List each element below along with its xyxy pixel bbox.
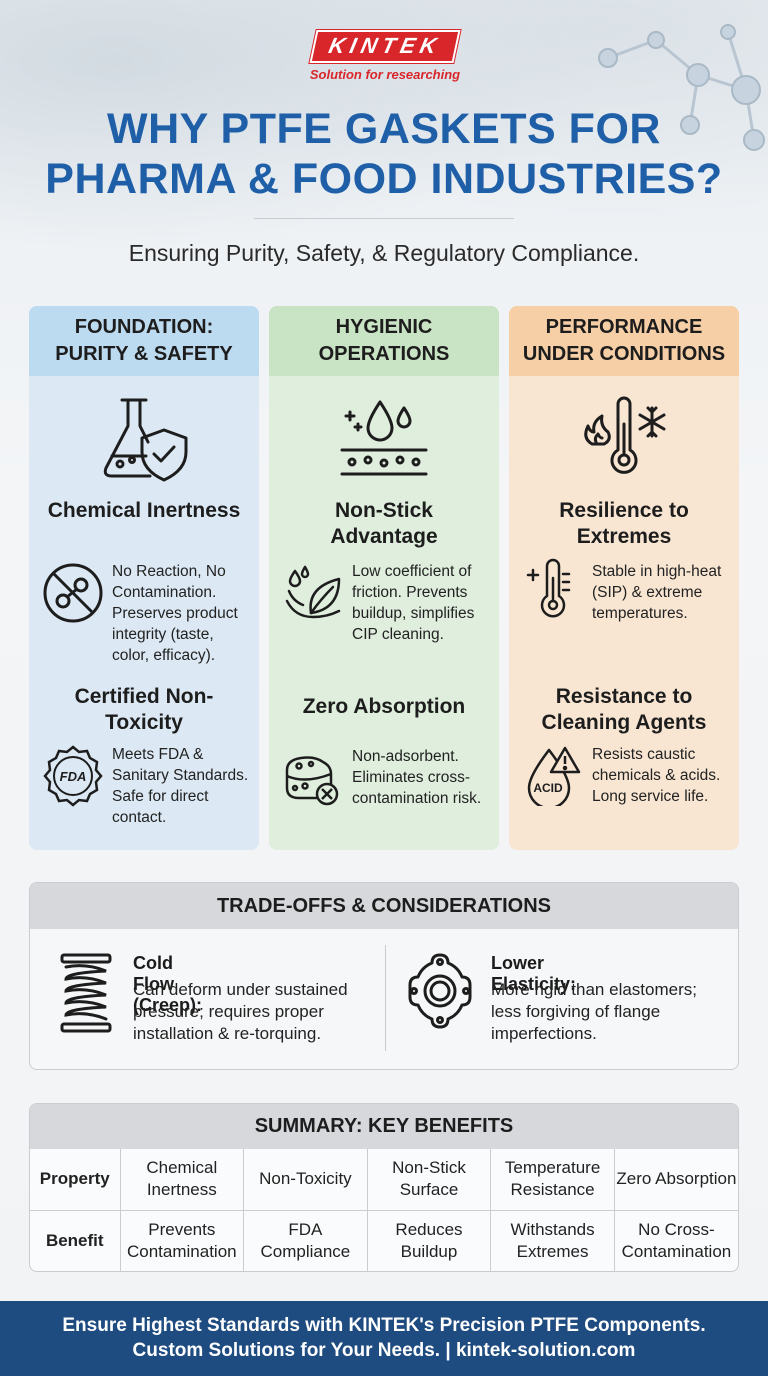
column-purity-safety: FOUNDATION: PURITY & SAFETY Chemical Iner…	[29, 306, 259, 850]
column-heading: FOUNDATION: PURITY & SAFETY	[29, 306, 259, 376]
feature-title: Zero Absorption	[302, 695, 466, 718]
logo-tagline: Solution for researching	[309, 67, 461, 82]
acid-drop-label: ACID	[533, 781, 563, 795]
feature-description: Non-adsorbent. Eliminates cross-contamin…	[352, 748, 482, 807]
thermometer-fire-snow-icon	[584, 396, 666, 474]
thermometer-icon	[526, 558, 571, 618]
footer-banner: Ensure Highest Standards with KINTEK's P…	[0, 1301, 768, 1376]
feature-title: Resilience to Extremes	[559, 499, 689, 548]
heading-line: UNDER CONDITIONS	[522, 343, 726, 365]
feature-description: No Reaction, No Contamination. Preserves…	[112, 563, 238, 664]
feature-description: Meets FDA & Sanitary Standards. Safe for…	[112, 746, 249, 826]
column-hygienic-operations: HYGIENIC OPERATIONS Non-Stick Advantage L…	[269, 306, 499, 850]
page-subtitle: Ensuring Purity, Safety, & Regulatory Co…	[128, 240, 640, 266]
table-cell: Prevents Contamination	[120, 1209, 245, 1271]
table-cell: FDA Compliance	[243, 1209, 368, 1271]
feature-description: Stable in high-heat (SIP) & extreme temp…	[592, 563, 722, 622]
tradeoff-title: Cold Flow (Creep):	[133, 953, 203, 1015]
leaf-droplet-icon	[285, 565, 341, 619]
heading-line: PERFORMANCE	[545, 316, 703, 338]
table-row: Property Chemical Inertness Non-Toxicity…	[30, 1149, 738, 1210]
table-cell: Non-Stick Surface	[367, 1149, 492, 1210]
molecule-decoration-icon	[598, 24, 765, 151]
flask-shield-icon	[103, 398, 188, 482]
title-line-1: WHY PTFE GASKETS FOR	[107, 105, 661, 153]
page-title: WHY PTFE GASKETS FOR PHARMA & FOOD INDUS…	[0, 104, 768, 204]
summary-table: Property Chemical Inertness Non-Toxicity…	[30, 1149, 738, 1271]
feature-title: Non-Stick Advantage	[330, 499, 438, 548]
footer-line-1: Ensure Highest Standards with KINTEK's P…	[62, 1315, 706, 1336]
sponge-icon	[285, 756, 339, 806]
fda-seal-icon: FDA	[43, 745, 103, 807]
no-contamination-icon	[43, 563, 103, 623]
kintek-logo: KINTEK Solution for researching	[292, 30, 478, 82]
fda-seal-label: FDA	[60, 769, 87, 784]
tradeoff-description: Can deform under sustained pressure; req…	[133, 980, 348, 1043]
table-cell: Zero Absorption	[616, 1169, 737, 1189]
table-row: Benefit Prevents Contamination FDA Compl…	[30, 1209, 738, 1271]
tradeoffs-panel: TRADE-OFFS & CONSIDERATIONS Cold Flow (C…	[29, 882, 739, 1070]
feature-description: Resists caustic chemicals & acids. Long …	[592, 746, 721, 805]
summary-panel: SUMMARY: KEY BENEFITS Property Chemical …	[29, 1103, 739, 1272]
table-row-header: Benefit	[30, 1209, 121, 1271]
heading-line: HYGIENIC	[335, 316, 433, 338]
feature-description: Low coefficient of friction. Prevents bu…	[352, 563, 475, 643]
flange-gasket-icon	[408, 953, 472, 1029]
heading-line: PURITY & SAFETY	[55, 343, 233, 365]
table-cell: Non-Toxicity	[243, 1149, 368, 1210]
tradeoffs-separator	[385, 945, 386, 1051]
table-cell: Reduces Buildup	[367, 1209, 492, 1271]
heading-line: FOUNDATION:	[74, 316, 214, 338]
tradeoff-title: Lower Elasticity:	[491, 953, 577, 994]
feature-title: Certified Non-Toxicity	[74, 685, 214, 734]
table-row-header: Property	[30, 1149, 121, 1210]
footer-line-2: Custom Solutions for Your Needs. | kinte…	[132, 1340, 636, 1361]
heading-line: OPERATIONS	[318, 343, 450, 365]
title-divider	[254, 218, 514, 219]
tradeoffs-heading: TRADE-OFFS & CONSIDERATIONS	[30, 883, 738, 929]
table-cell: Withstands Extremes	[490, 1209, 615, 1271]
logo-wordmark: KINTEK	[309, 30, 461, 63]
column-heading: HYGIENIC OPERATIONS	[269, 306, 499, 376]
summary-heading: SUMMARY: KEY BENEFITS	[30, 1104, 738, 1149]
table-cell: Chemical Inertness	[120, 1149, 245, 1210]
feature-title: Chemical Inertness	[47, 499, 241, 522]
acid-drop-icon: ACID	[527, 746, 581, 806]
droplets-surface-icon	[340, 400, 428, 476]
spring-icon	[60, 953, 112, 1033]
table-cell: No Cross-Contamination	[614, 1209, 738, 1271]
tradeoff-description: More rigid than elastomers; less forgivi…	[491, 980, 697, 1043]
table-cell: Temperature Resistance	[490, 1149, 615, 1210]
title-line-2: PHARMA & FOOD INDUSTRIES?	[45, 155, 723, 203]
feature-title: Resistance to Cleaning Agents	[541, 685, 707, 734]
column-performance: PERFORMANCE UNDER CONDITIONS Resilience t…	[509, 306, 739, 850]
column-heading: PERFORMANCE UNDER CONDITIONS	[509, 306, 739, 376]
